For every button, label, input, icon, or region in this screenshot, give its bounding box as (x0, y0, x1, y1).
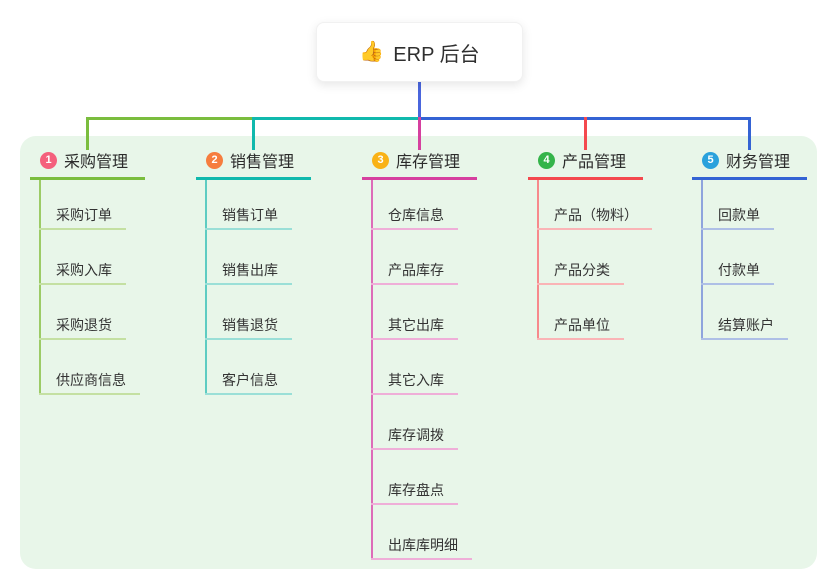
child-label: 其它出库 (388, 317, 444, 333)
child-stem-line (371, 180, 373, 560)
branch-drop-line (86, 117, 89, 150)
branch-drop-line (748, 117, 751, 150)
branch-number-badge: 4 (538, 151, 555, 169)
child-label: 产品单位 (554, 317, 610, 333)
child-node[interactable]: 回款单 (701, 205, 774, 230)
child-label: 结算账户 (718, 317, 774, 333)
branch-drop-line (252, 117, 255, 150)
child-label: 产品分类 (554, 262, 610, 278)
child-label: 采购退货 (56, 317, 112, 333)
child-label: 产品（物料） (554, 207, 638, 223)
child-label: 供应商信息 (56, 372, 126, 388)
child-stem-line (701, 180, 703, 340)
branch-label: 销售管理 (230, 154, 295, 171)
child-node[interactable]: 出库库明细 (371, 535, 472, 560)
branch-elbow-line (254, 117, 419, 120)
child-stem-line (205, 180, 207, 395)
child-node[interactable]: 供应商信息 (39, 370, 140, 395)
child-node[interactable]: 产品库存 (371, 260, 458, 285)
child-node[interactable]: 采购订单 (39, 205, 126, 230)
thumbs-up-icon: 👍 (359, 41, 385, 63)
child-node[interactable]: 付款单 (701, 260, 774, 285)
child-node[interactable]: 采购退货 (39, 315, 126, 340)
child-node[interactable]: 采购入库 (39, 260, 126, 285)
branch-number-badge: 5 (702, 151, 719, 169)
child-label: 其它入库 (388, 372, 444, 388)
child-node[interactable]: 库存调拨 (371, 425, 458, 450)
branch-node-5[interactable]: 5 财务管理 (692, 150, 807, 180)
child-node[interactable]: 销售出库 (205, 260, 292, 285)
branch-number-badge: 1 (40, 151, 57, 169)
child-node[interactable]: 库存盘点 (371, 480, 458, 505)
child-label: 仓库信息 (388, 207, 444, 223)
child-stem-line (537, 180, 539, 340)
child-label: 销售订单 (222, 207, 278, 223)
child-label: 采购订单 (56, 207, 112, 223)
branch-elbow-line (86, 117, 254, 120)
child-label: 销售退货 (222, 317, 278, 333)
branch-drop-line (584, 117, 587, 150)
child-label: 出库库明细 (388, 537, 458, 553)
child-label: 库存调拨 (388, 427, 444, 443)
child-node[interactable]: 产品单位 (537, 315, 624, 340)
child-node[interactable]: 其它入库 (371, 370, 458, 395)
branch-node-1[interactable]: 1 采购管理 (30, 150, 145, 180)
child-node[interactable]: 仓库信息 (371, 205, 458, 230)
child-stem-line (39, 180, 41, 395)
root-node[interactable]: 👍 ERP 后台 (316, 22, 523, 82)
branch-drop-line (418, 117, 421, 150)
child-label: 客户信息 (222, 372, 278, 388)
child-label: 回款单 (718, 207, 760, 223)
branch-node-2[interactable]: 2 销售管理 (196, 150, 311, 180)
child-node[interactable]: 客户信息 (205, 370, 292, 395)
trunk-line (418, 82, 421, 117)
child-node[interactable]: 产品分类 (537, 260, 624, 285)
child-node[interactable]: 结算账户 (701, 315, 788, 340)
child-node[interactable]: 其它出库 (371, 315, 458, 340)
branch-number-badge: 2 (206, 151, 223, 169)
root-label: ERP 后台 (393, 43, 480, 66)
branch-node-3[interactable]: 3 库存管理 (362, 150, 477, 180)
content-panel (20, 136, 817, 569)
child-label: 产品库存 (388, 262, 444, 278)
child-label: 付款单 (718, 262, 760, 278)
branch-label: 产品管理 (562, 154, 627, 171)
branch-label: 库存管理 (396, 154, 461, 171)
child-node[interactable]: 销售退货 (205, 315, 292, 340)
child-node[interactable]: 销售订单 (205, 205, 292, 230)
branch-node-4[interactable]: 4 产品管理 (528, 150, 643, 180)
branch-number-badge: 3 (372, 151, 389, 169)
child-label: 库存盘点 (388, 482, 444, 498)
branch-label: 采购管理 (64, 154, 129, 171)
child-label: 销售出库 (222, 262, 278, 278)
child-node[interactable]: 产品（物料） (537, 205, 652, 230)
child-label: 采购入库 (56, 262, 112, 278)
branch-label: 财务管理 (726, 154, 791, 171)
